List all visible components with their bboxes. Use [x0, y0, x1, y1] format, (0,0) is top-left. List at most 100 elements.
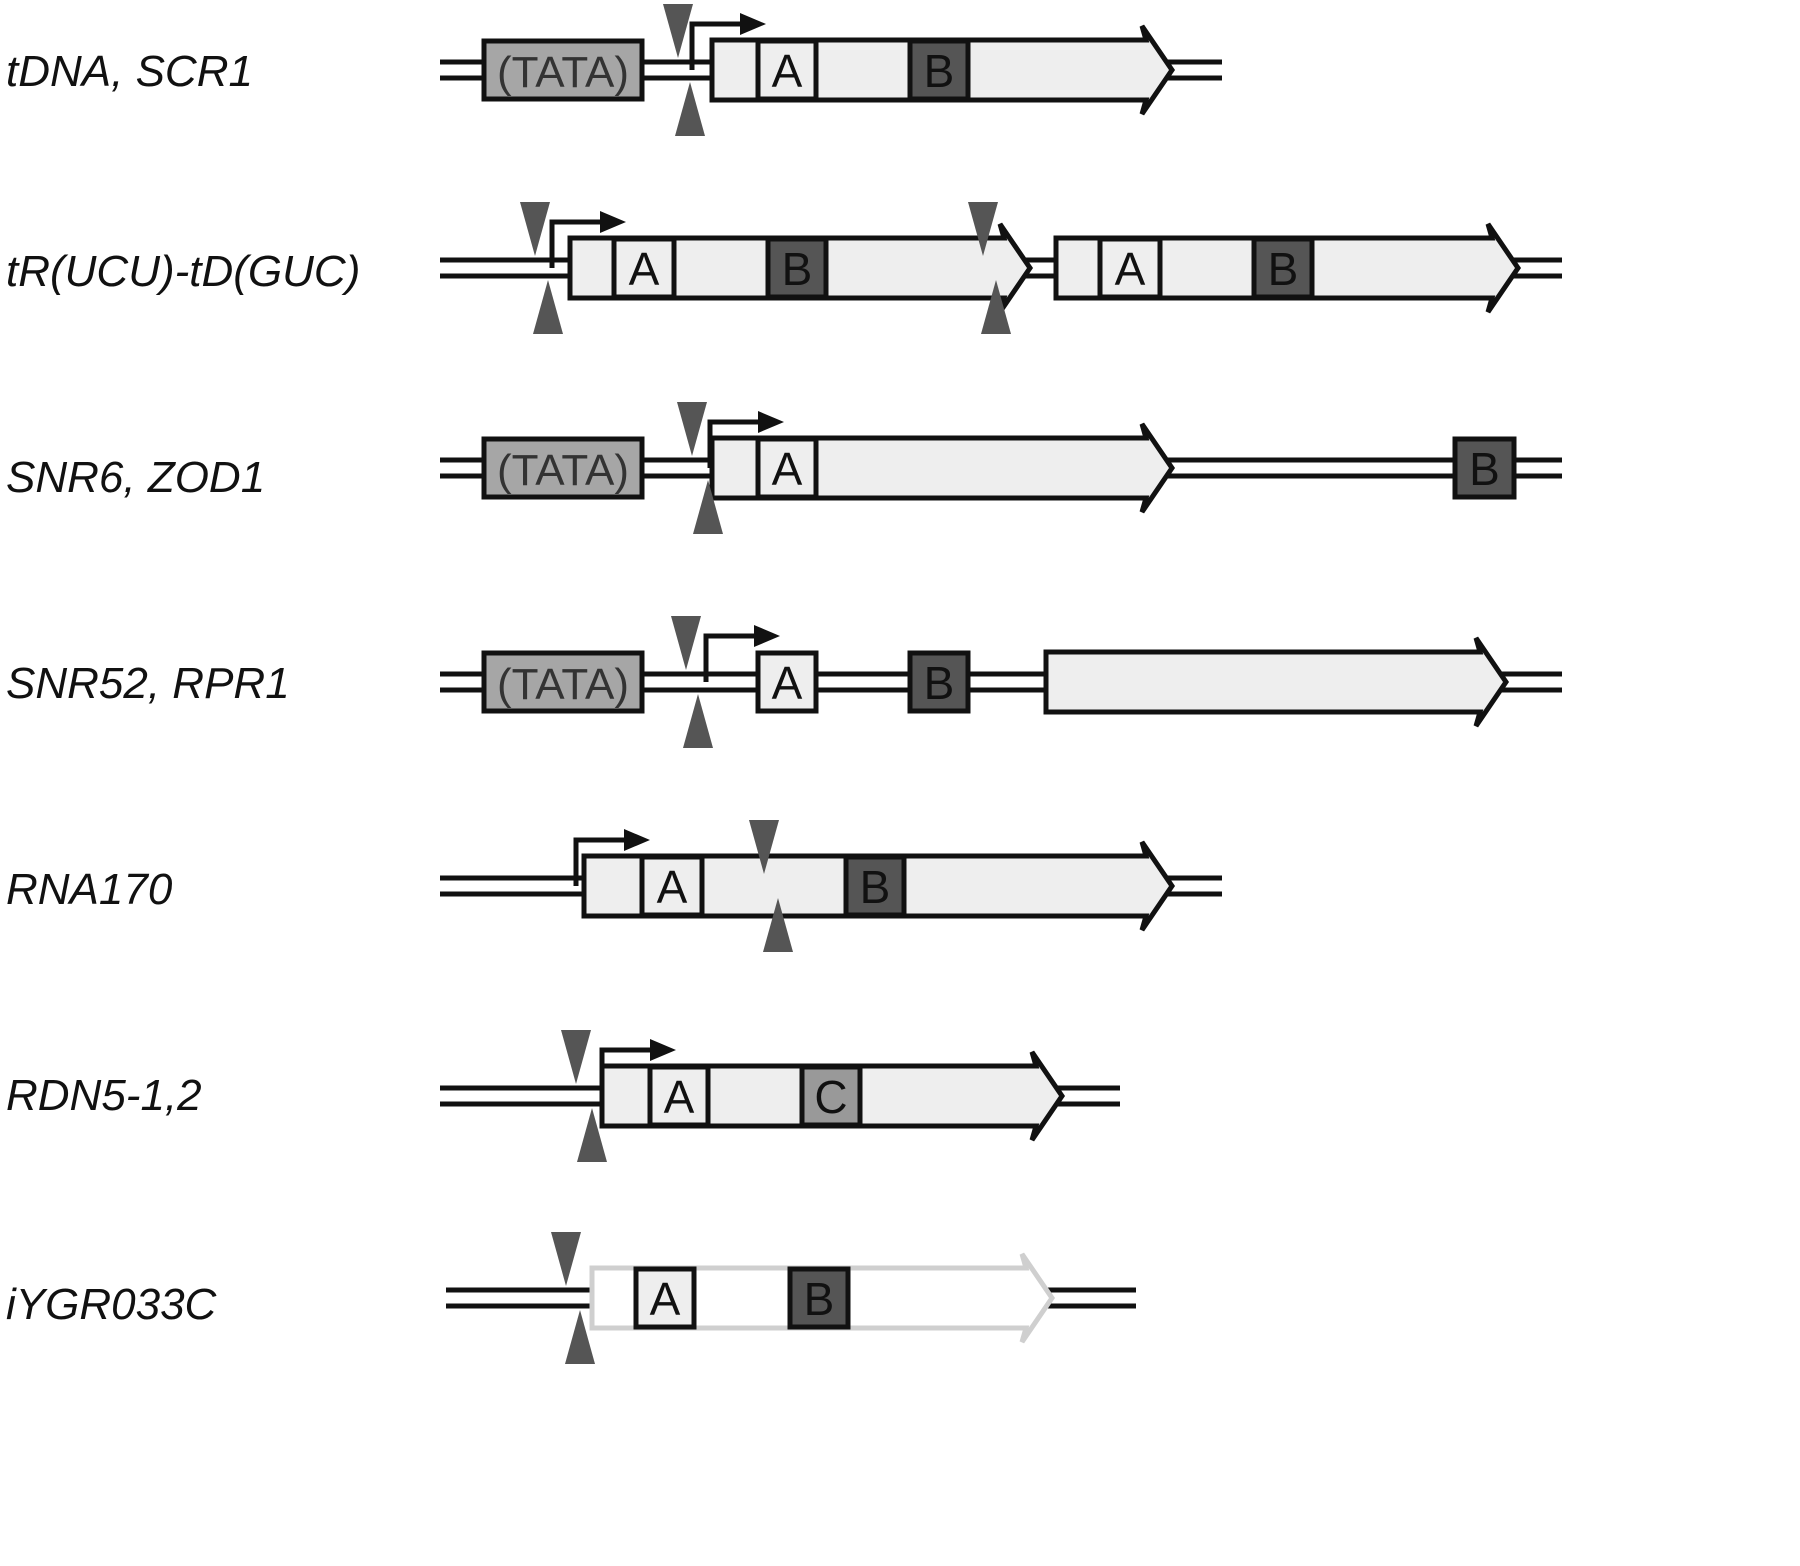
box-a-row-5-text: A — [657, 861, 688, 913]
box-a-row-5-rect — [639, 854, 705, 918]
box-a-row-4-text: A — [772, 657, 803, 709]
box-b-row-2b-text: B — [1268, 243, 1299, 295]
marker-top-icon — [520, 202, 550, 256]
marker-bottom-icon — [981, 280, 1011, 334]
box-b-row-3-text: B — [1469, 443, 1500, 495]
tata-box-row-3-text: (TATA) — [497, 446, 629, 495]
marker-top-icon — [551, 1232, 581, 1286]
box-b-row-1-text: B — [924, 45, 955, 97]
processing-marker-row-4 — [671, 616, 713, 748]
marker-bottom-icon — [763, 898, 793, 952]
tata-box-row-1: (TATA) — [481, 38, 645, 102]
box-a-row-7: A — [633, 1266, 697, 1330]
marker-bottom-icon — [675, 82, 705, 136]
tss-arrowhead-icon — [624, 829, 650, 851]
box-c-row-6-rect — [799, 1064, 863, 1128]
box-a-row-7-text: A — [650, 1273, 681, 1325]
marker-bottom-icon — [577, 1108, 607, 1162]
box-b-row-2a: B — [765, 236, 829, 300]
marker-top-icon — [561, 1030, 591, 1084]
row-label-rdn5: RDN5-1,2 — [6, 1071, 202, 1120]
tata-box-row-4-rect — [481, 650, 645, 714]
box-a-row-5: A — [639, 854, 705, 918]
row-label-tr-td: tR(UCU)-tD(GUC) — [6, 247, 361, 296]
processing-marker-row-1 — [663, 4, 705, 136]
processing-marker-row-5 — [749, 820, 793, 952]
box-a-row-7-rect — [633, 1266, 697, 1330]
marker-bottom-icon — [693, 480, 723, 534]
box-b-row-5-text: B — [860, 861, 891, 913]
tata-box-row-3: (TATA) — [481, 436, 645, 500]
box-b-row-1-rect — [907, 38, 971, 102]
box-b-row-5: B — [843, 854, 907, 918]
tata-box-row-3-rect — [481, 436, 645, 500]
marker-top-icon — [749, 820, 779, 874]
tss-arrow-row-2 — [549, 211, 626, 268]
box-a-row-2a: A — [611, 236, 677, 300]
box-a-row-4: A — [755, 650, 819, 714]
box-b-row-1: B — [907, 38, 971, 102]
box-c-row-6-text: C — [814, 1071, 847, 1123]
marker-bottom-icon — [533, 280, 563, 334]
marker-top-icon — [677, 402, 707, 456]
box-b-row-7-rect — [787, 1266, 851, 1330]
processing-marker-row-7 — [551, 1232, 595, 1364]
box-b-row-2a-rect — [765, 236, 829, 300]
processing-marker-row-3 — [677, 402, 723, 534]
processing-marker-row-2a — [520, 202, 563, 334]
box-b-row-5-rect — [843, 854, 907, 918]
tss-line — [689, 21, 742, 70]
tss-arrowhead-icon — [650, 1039, 676, 1061]
box-a-row-6-rect — [647, 1064, 711, 1128]
row-label-tdna-scr1: tDNA, SCR1 — [6, 47, 253, 96]
box-a-row-2b-rect — [1097, 236, 1163, 300]
processing-marker-row-6 — [561, 1030, 607, 1162]
tata-box-row-4-text: (TATA) — [497, 660, 629, 709]
tss-line — [549, 219, 602, 268]
box-a-row-2b: A — [1097, 236, 1163, 300]
box-b-row-3: B — [1452, 436, 1517, 500]
row-label-iygr033c: iYGR033C — [6, 1280, 217, 1329]
tss-arrow-row-6 — [599, 1039, 676, 1096]
processing-marker-row-2b — [968, 202, 1011, 334]
tss-arrow-row-4 — [703, 625, 780, 682]
box-a-row-2a-rect — [611, 236, 677, 300]
box-a-row-3-rect — [755, 436, 819, 500]
tss-arrowhead-icon — [600, 211, 626, 233]
gene-arrow-row-4 — [1043, 636, 1510, 728]
row-label-rna170: RNA170 — [6, 865, 173, 914]
box-a-row-1: A — [755, 38, 819, 102]
box-a-row-3-text: A — [772, 443, 803, 495]
box-a-row-3: A — [755, 436, 819, 500]
box-a-row-1-text: A — [772, 45, 803, 97]
tss-arrowhead-icon — [754, 625, 780, 647]
box-a-row-6: A — [647, 1064, 711, 1128]
marker-top-icon — [671, 616, 701, 670]
box-b-row-7-text: B — [804, 1273, 835, 1325]
tss-arrowhead-icon — [740, 13, 766, 35]
marker-top-icon — [663, 4, 693, 58]
box-b-row-4: B — [907, 650, 971, 714]
box-a-row-2b-text: A — [1115, 243, 1146, 295]
box-c-row-6: C — [799, 1064, 863, 1128]
tss-line — [573, 837, 626, 886]
tss-arrow-row-1 — [689, 13, 766, 70]
box-a-row-6-text: A — [664, 1071, 695, 1123]
box-b-row-4-text: B — [924, 657, 955, 709]
row-label-snr52-rpr1: SNR52, RPR1 — [6, 659, 290, 708]
box-b-row-2b-rect — [1251, 236, 1315, 300]
box-a-row-4-rect — [755, 650, 819, 714]
marker-bottom-icon — [565, 1310, 595, 1364]
marker-top-icon — [968, 202, 998, 256]
box-a-row-1-rect — [755, 38, 819, 102]
marker-bottom-icon — [683, 694, 713, 748]
tss-line — [707, 419, 760, 468]
tata-box-row-1-rect — [481, 38, 645, 102]
tss-line — [599, 1047, 652, 1096]
tss-arrowhead-icon — [758, 411, 784, 433]
box-a-row-2a-text: A — [629, 243, 660, 295]
box-b-row-2a-text: B — [782, 243, 813, 295]
box-b-row-7: B — [787, 1266, 851, 1330]
